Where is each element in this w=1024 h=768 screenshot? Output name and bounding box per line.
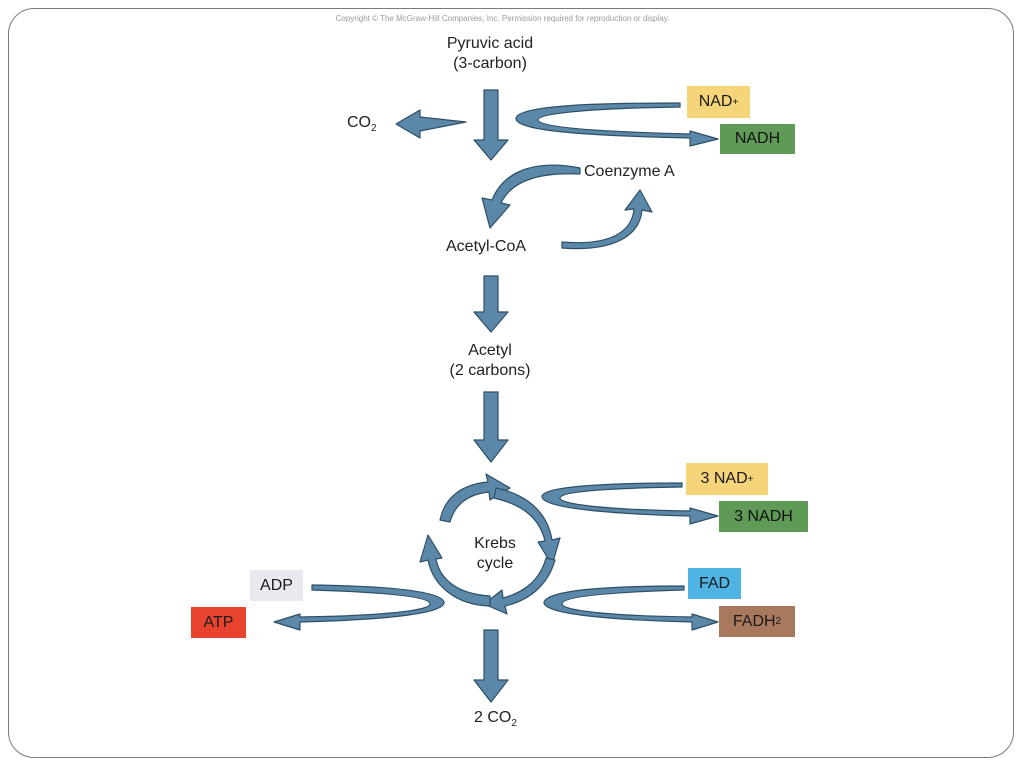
arrow-nad-nadh-cycle [541, 482, 719, 525]
krebs-line2: cycle [476, 555, 514, 572]
coenzyme-a-label: Coenzyme A [584, 163, 675, 180]
fadh2-subscript: 2 [775, 616, 782, 627]
krebs-line1: Krebs [474, 535, 516, 552]
nad-top-text: NAD [698, 93, 733, 110]
adp-box: ADP [250, 570, 303, 601]
co2-bottom-label: 2 CO2 [474, 708, 517, 734]
arrow-nad-nadh-top [515, 102, 719, 147]
copyright-notice: Copyright © The McGraw-Hill Companies, I… [335, 14, 670, 23]
acetyl-coa-label: Acetyl-CoA [446, 238, 527, 255]
nad-box-cycle: 3 NAD+ [686, 463, 768, 495]
acetyl-line1: Acetyl [468, 342, 512, 359]
pyruvic-acid-line1: Pyruvic acid [446, 35, 534, 52]
co2-top-subscript: 2 [371, 123, 377, 135]
arrow-acetylcoa-down [473, 275, 509, 333]
arrow-acetyl-down [473, 391, 509, 463]
slide-frame [8, 8, 1014, 758]
arrow-co2-down [473, 629, 509, 703]
nad-top-sup: + [732, 96, 739, 108]
co2-bottom-text: 2 CO [474, 709, 512, 726]
nadh-box-cycle: 3 NADH [719, 501, 808, 532]
fadh2-text: FADH [732, 612, 776, 630]
co2-top-text: CO [347, 114, 371, 131]
arrow-fad-fadh2 [543, 585, 719, 631]
co2-bottom-subscript: 2 [511, 718, 517, 730]
pyruvic-acid-line2: (3-carbon) [453, 55, 527, 72]
acetyl-label: Acetyl (2 carbons) [430, 341, 550, 381]
krebs-cycle-label: Krebs cycle [455, 534, 535, 574]
nad-box-top: NAD+ [687, 86, 750, 118]
arrow-coenzyme-to-acetylcoa [481, 164, 581, 229]
pyruvic-acid-label: Pyruvic acid (3-carbon) [425, 34, 555, 74]
arrow-co2-left [395, 109, 467, 139]
arrow-acetylcoa-to-coenzyme [561, 189, 653, 250]
fad-box: FAD [688, 568, 741, 599]
acetyl-line2: (2 carbons) [449, 362, 531, 379]
co2-top-label: CO2 [347, 113, 377, 139]
cycle-arrow-top [439, 473, 511, 523]
arrow-adp-atp [273, 584, 445, 631]
nad-cycle-text: 3 NAD [700, 470, 748, 487]
arrow-pyruvic-down [473, 89, 509, 161]
cycle-arrow-bottom [483, 557, 556, 615]
cycle-arrow-left [419, 534, 491, 607]
nad-cycle-sup: + [747, 473, 754, 485]
nadh-box-top: NADH [720, 124, 795, 154]
atp-box: ATP [191, 607, 246, 638]
